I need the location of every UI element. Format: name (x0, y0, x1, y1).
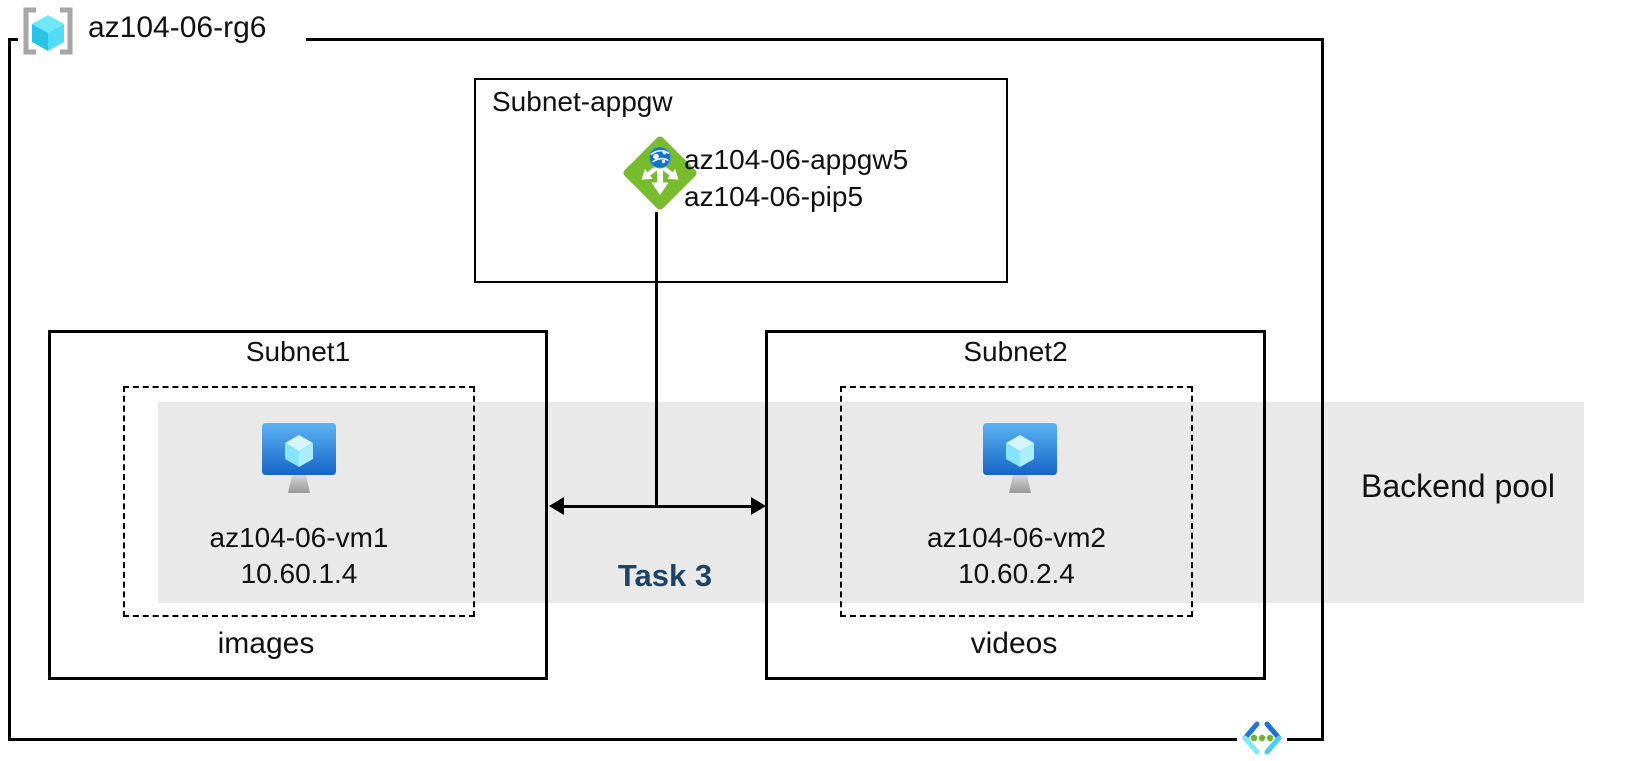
pip-name: az104-06-pip5 (684, 181, 864, 212)
virtual-machine-icon (982, 419, 1058, 499)
resource-group-box (8, 38, 1324, 741)
vm1-ip: 10.60.1.4 (240, 558, 358, 589)
subnet1-title: Subnet1 (245, 336, 351, 367)
arrowhead-right-icon (751, 497, 766, 515)
appgw-connector-line (655, 212, 658, 507)
resource-group-icon (20, 7, 76, 55)
subnet2-title: Subnet2 (963, 336, 1068, 367)
vm1-labels: az104-06-vm1 10.60.1.4 (123, 520, 475, 592)
task-label: Task 3 (617, 558, 713, 593)
backend-pool-band (158, 402, 1584, 603)
virtual-network-icon (1238, 719, 1286, 757)
subnet1-dashed-group (123, 386, 475, 617)
subnet-connector-line (560, 505, 754, 508)
subnet1-box (48, 330, 548, 680)
application-gateway-icon (620, 133, 700, 213)
subnet-appgw-box (474, 78, 1008, 283)
resource-group-header-mask (18, 31, 306, 47)
application-gateway-labels: az104-06-appgw5 az104-06-pip5 (684, 141, 908, 215)
subnet2-dashed-group (840, 386, 1193, 617)
subnet-appgw-title: Subnet-appgw (492, 86, 673, 117)
subnet1-content-label: images (217, 627, 315, 660)
arrowhead-left-icon (549, 497, 564, 515)
vm2-ip: 10.60.2.4 (958, 558, 1075, 589)
appgw-name: az104-06-appgw5 (684, 144, 909, 175)
vm1-name: az104-06-vm1 (209, 522, 389, 553)
resource-group-name: az104-06-rg6 (88, 11, 267, 44)
subnet2-box (765, 330, 1266, 680)
subnet2-content-label: videos (970, 627, 1058, 660)
backend-pool-label: Backend pool (1361, 468, 1555, 504)
virtual-machine-icon (261, 419, 337, 499)
vm2-labels: az104-06-vm2 10.60.2.4 (840, 520, 1193, 592)
vm2-name: az104-06-vm2 (927, 522, 1106, 553)
